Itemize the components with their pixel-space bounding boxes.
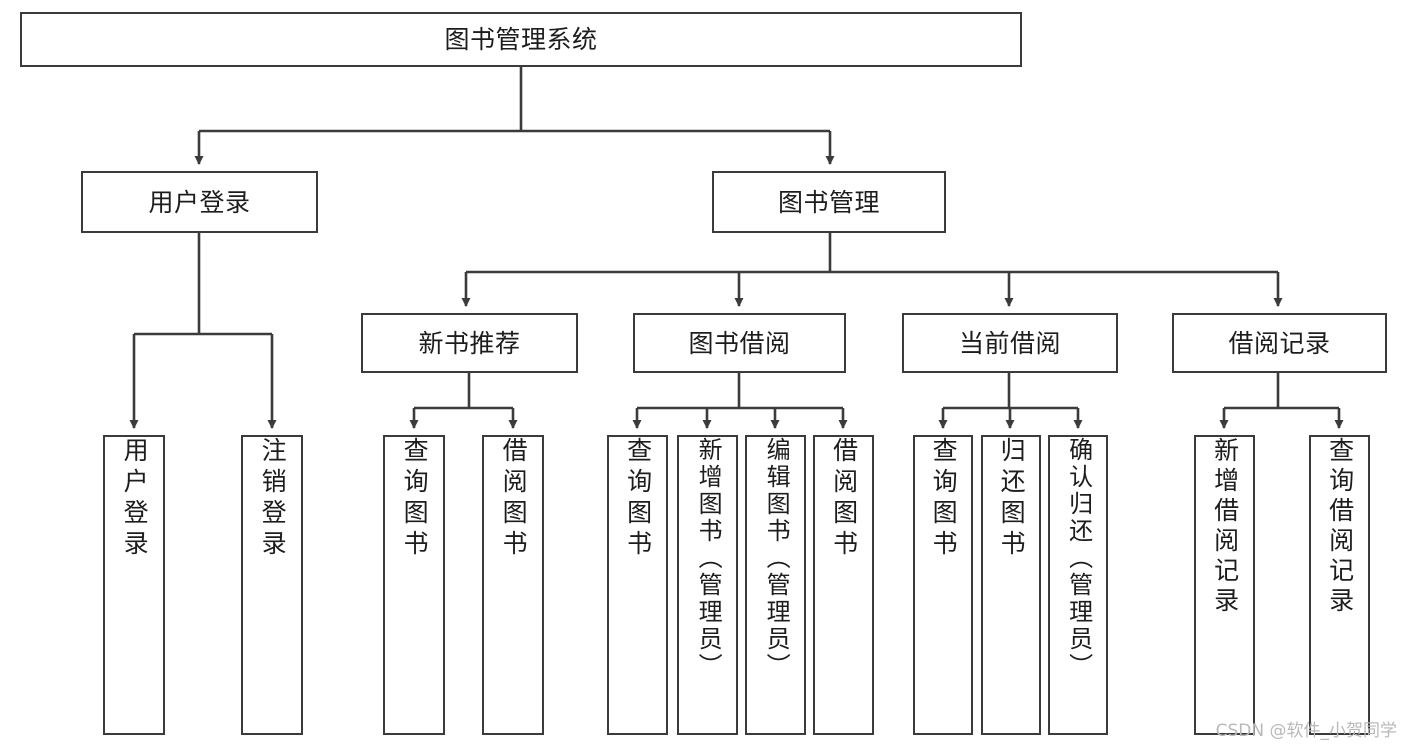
node-book-manage[interactable]: 图书管理 [712, 171, 946, 233]
node-label: 查询图书 [400, 437, 430, 561]
node-new-book-recommend[interactable]: 新书推荐 [361, 313, 578, 373]
leaf-logout-login[interactable]: 注销登录 [241, 435, 303, 735]
leaf-return-book[interactable]: 归还图书 [981, 435, 1041, 735]
leaf-borrow-book-borrow[interactable]: 借阅图书 [813, 435, 874, 735]
leaf-query-borrow-record[interactable]: 查询借阅记录 [1309, 435, 1370, 735]
node-label: 新书推荐 [418, 328, 521, 358]
leaf-confirm-return-admin[interactable]: 确认归还（管理员） [1048, 435, 1108, 735]
leaf-user-login[interactable]: 用户登录 [103, 435, 165, 735]
leaf-add-book-admin[interactable]: 新增图书（管理员） [677, 435, 738, 735]
node-current-borrow[interactable]: 当前借阅 [902, 313, 1118, 373]
node-label: 图书借阅 [688, 328, 791, 358]
node-label: 归还图书 [997, 437, 1027, 561]
node-label: 图书管理系统 [444, 25, 598, 54]
node-label: 借阅图书 [829, 437, 859, 561]
node-label: 查询借阅记录 [1325, 437, 1355, 617]
leaf-query-book-borrow[interactable]: 查询图书 [607, 435, 668, 735]
leaf-edit-book-admin[interactable]: 编辑图书（管理员） [745, 435, 806, 735]
leaf-add-borrow-record[interactable]: 新增借阅记录 [1194, 435, 1255, 735]
node-label: 查询图书 [929, 437, 959, 561]
node-label: 新增图书（管理员） [694, 437, 723, 680]
node-book-borrow[interactable]: 图书借阅 [633, 313, 846, 373]
node-label: 编辑图书（管理员） [762, 437, 791, 680]
node-label: 用户登录 [120, 437, 150, 561]
leaf-borrow-book-recommend[interactable]: 借阅图书 [482, 435, 544, 735]
leaf-query-book-current[interactable]: 查询图书 [913, 435, 973, 735]
leaf-query-book-recommend[interactable]: 查询图书 [383, 435, 445, 735]
node-label: 图书管理 [777, 187, 880, 217]
node-label: 借阅图书 [499, 437, 529, 561]
node-label: 确认归还（管理员） [1064, 437, 1093, 680]
node-label: 注销登录 [258, 437, 288, 561]
node-root-system[interactable]: 图书管理系统 [20, 12, 1022, 67]
node-label: 查询图书 [623, 437, 653, 561]
node-user-login[interactable]: 用户登录 [81, 171, 318, 233]
node-label: 借阅记录 [1228, 328, 1331, 358]
node-borrow-record[interactable]: 借阅记录 [1172, 313, 1387, 373]
node-label: 用户登录 [148, 187, 251, 217]
csdn-watermark: CSDN @软件_小贺同学 [1215, 721, 1397, 741]
node-label: 当前借阅 [958, 328, 1061, 358]
node-label: 新增借阅记录 [1210, 437, 1240, 617]
